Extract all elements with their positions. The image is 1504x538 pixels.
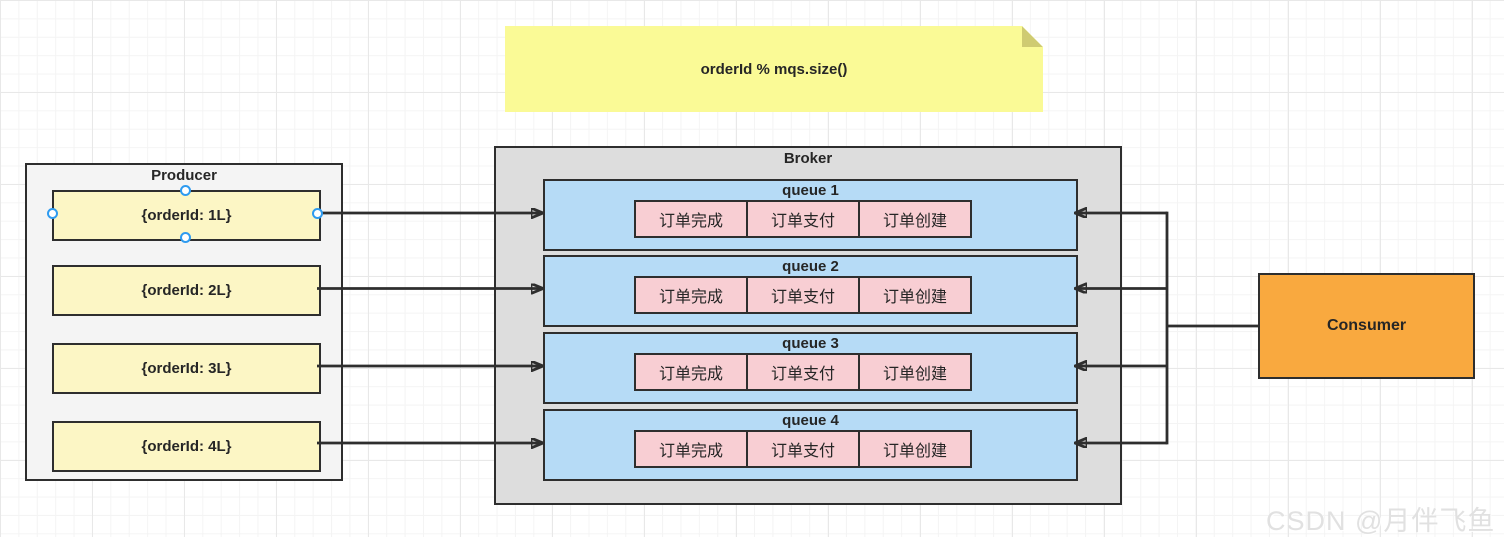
queue-4[interactable]: queue 4 订单完成 订单支付 订单创建 — [543, 409, 1078, 481]
queue-2-title: queue 2 — [782, 258, 839, 275]
message-cell[interactable]: 订单完成 — [634, 276, 748, 314]
queue-1-messages: 订单完成 订单支付 订单创建 — [634, 200, 972, 238]
watermark: CSDN @月伴飞鱼 — [1266, 506, 1496, 536]
queue-3-messages: 订单完成 订单支付 订单创建 — [634, 353, 972, 391]
message-cell[interactable]: 订单支付 — [746, 353, 860, 391]
broker-container[interactable]: Broker queue 1 订单完成 订单支付 订单创建 queue 2 订单… — [494, 146, 1122, 505]
producer-message-1[interactable]: {orderId: 1L} — [52, 190, 321, 241]
message-cell[interactable]: 订单完成 — [634, 200, 748, 238]
queue-3-title: queue 3 — [782, 335, 839, 352]
producer-message-4[interactable]: {orderId: 4L} — [52, 421, 321, 472]
selection-handle-top[interactable] — [179, 184, 191, 196]
producer-message-3[interactable]: {orderId: 3L} — [52, 343, 321, 394]
selection-handle-right[interactable] — [311, 208, 323, 219]
queue-1-title: queue 1 — [782, 182, 839, 199]
message-cell[interactable]: 订单创建 — [858, 200, 972, 238]
queue-2[interactable]: queue 2 订单完成 订单支付 订单创建 — [543, 255, 1078, 327]
sticky-note[interactable]: orderId % mqs.size() — [505, 26, 1043, 112]
message-cell[interactable]: 订单完成 — [634, 430, 748, 468]
message-cell[interactable]: 订单创建 — [858, 353, 972, 391]
broker-title: Broker — [783, 150, 833, 167]
queue-3[interactable]: queue 3 订单完成 订单支付 订单创建 — [543, 332, 1078, 404]
message-cell[interactable]: 订单完成 — [634, 353, 748, 391]
queue-2-messages: 订单完成 订单支付 订单创建 — [634, 276, 972, 314]
message-cell[interactable]: 订单支付 — [746, 430, 860, 468]
queue-4-title: queue 4 — [782, 412, 839, 429]
message-cell[interactable]: 订单创建 — [858, 430, 972, 468]
producer-message-2[interactable]: {orderId: 2L} — [52, 265, 321, 316]
consumer-box[interactable]: Consumer — [1258, 273, 1475, 379]
selection-handle-bottom[interactable] — [179, 231, 191, 243]
producer-title: Producer — [151, 167, 217, 184]
producer-container[interactable]: Producer {orderId: 1L} {orderId: 2L} {or… — [25, 163, 343, 481]
sticky-note-label: orderId % mqs.size() — [700, 60, 848, 78]
queue-1[interactable]: queue 1 订单完成 订单支付 订单创建 — [543, 179, 1078, 251]
message-cell[interactable]: 订单支付 — [746, 200, 860, 238]
message-cell[interactable]: 订单支付 — [746, 276, 860, 314]
selection-handle-left[interactable] — [46, 208, 58, 219]
queue-4-messages: 订单完成 订单支付 订单创建 — [634, 430, 972, 468]
message-cell[interactable]: 订单创建 — [858, 276, 972, 314]
